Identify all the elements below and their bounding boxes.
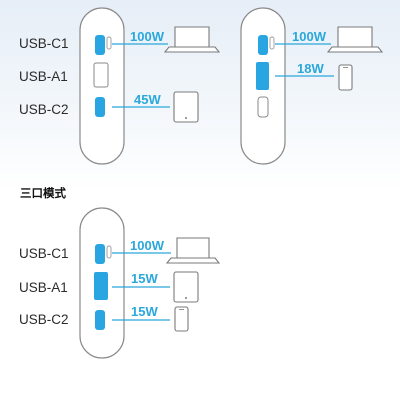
wattage-label: 100W <box>292 29 327 44</box>
port-label-usb-c1: USB-C1 <box>19 246 69 261</box>
port-label-usb-a1: USB-A1 <box>19 69 68 84</box>
port-usb-c2-idle <box>257 96 269 118</box>
diagram-1: USB-C1 USB-A1 USB-C2 100W 45W <box>19 7 221 165</box>
port-label-usb-c1: USB-C1 <box>19 36 69 51</box>
port-label-usb-a1: USB-A1 <box>19 280 68 295</box>
wattage-label: 15W <box>131 304 158 319</box>
phone-icon <box>174 306 189 332</box>
port-usb-c1-active <box>95 35 105 55</box>
laptop-icon <box>326 26 384 53</box>
wattage-label: 100W <box>130 238 165 253</box>
led-indicator <box>106 36 112 50</box>
tablet-icon <box>173 91 199 123</box>
led-indicator <box>269 36 275 50</box>
led-indicator <box>106 245 112 259</box>
wattage-label: 18W <box>297 61 324 76</box>
laptop-icon <box>165 237 221 264</box>
wattage-label: 45W <box>134 92 161 107</box>
wattage-label: 100W <box>130 29 165 44</box>
port-usb-c1-active <box>258 35 268 55</box>
wattage-label: 15W <box>131 271 158 286</box>
port-usb-c1-active <box>95 244 105 264</box>
laptop-icon <box>163 26 221 53</box>
port-usb-c2-active <box>95 310 105 330</box>
tablet-icon <box>173 271 199 303</box>
port-usb-a1-active <box>94 272 108 300</box>
diagram-3: USB-C1 USB-A1 USB-C2 100W 15W 15W <box>19 207 221 359</box>
phone-icon <box>338 64 353 91</box>
section-heading: 三口模式 <box>20 186 66 200</box>
port-usb-c2-active <box>95 97 105 117</box>
port-label-usb-c2: USB-C2 <box>19 102 69 117</box>
port-usb-a1-idle <box>93 62 109 88</box>
port-usb-a1-active <box>256 62 269 90</box>
port-label-usb-c2: USB-C2 <box>19 312 69 327</box>
diagram-2: 100W 18W <box>240 7 384 165</box>
